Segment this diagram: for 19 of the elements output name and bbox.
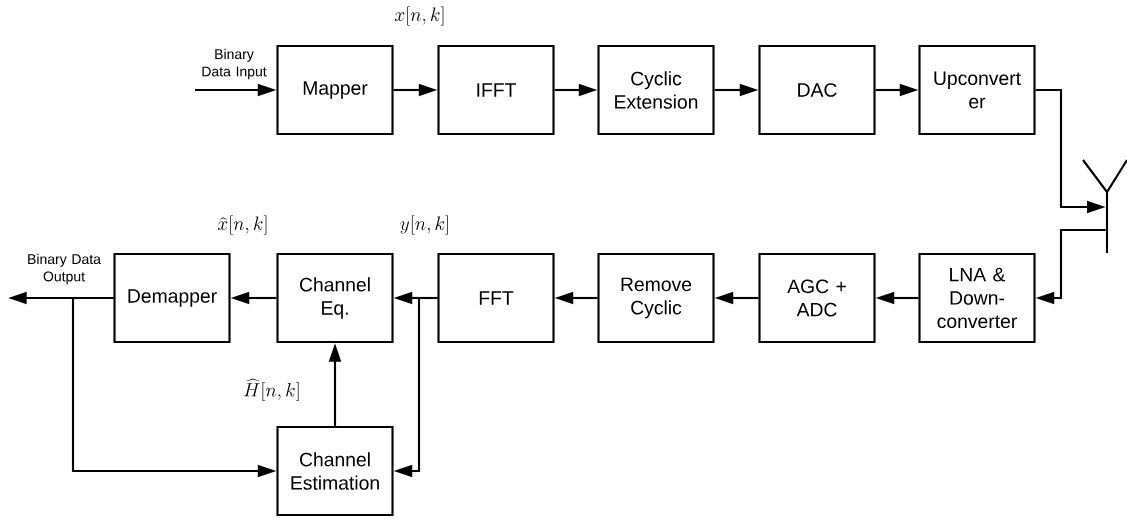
process-box: FFT bbox=[437, 252, 555, 344]
antenna bbox=[1081, 158, 1127, 255]
process-box: Cyclic Extension bbox=[597, 44, 715, 136]
process-box: DAC bbox=[758, 44, 876, 136]
process-box: Channel Estimation bbox=[276, 425, 394, 517]
process-box: IFFT bbox=[437, 44, 555, 136]
signal-label: $y[n,k]$ bbox=[398, 214, 452, 236]
edge-label: Binary Data Input bbox=[202, 48, 267, 80]
process-box: Channel Eq. bbox=[276, 252, 394, 344]
process-box: Remove Cyclic bbox=[597, 252, 715, 344]
signal-label: $\widehat{H}[n,k]$ bbox=[241, 377, 303, 403]
signal-label: $x[n,k]$ bbox=[393, 5, 447, 27]
process-box: Mapper bbox=[276, 44, 394, 136]
signal-label: $\widehat{x}[n,k]$ bbox=[216, 214, 270, 236]
process-box: AGC + ADC bbox=[758, 252, 876, 344]
edge-label: Binary Data Output bbox=[28, 253, 101, 285]
process-box: Demapper bbox=[113, 252, 231, 344]
process-box: Upconvert er bbox=[918, 44, 1036, 136]
process-box: LNA & Down-converter bbox=[918, 252, 1036, 344]
